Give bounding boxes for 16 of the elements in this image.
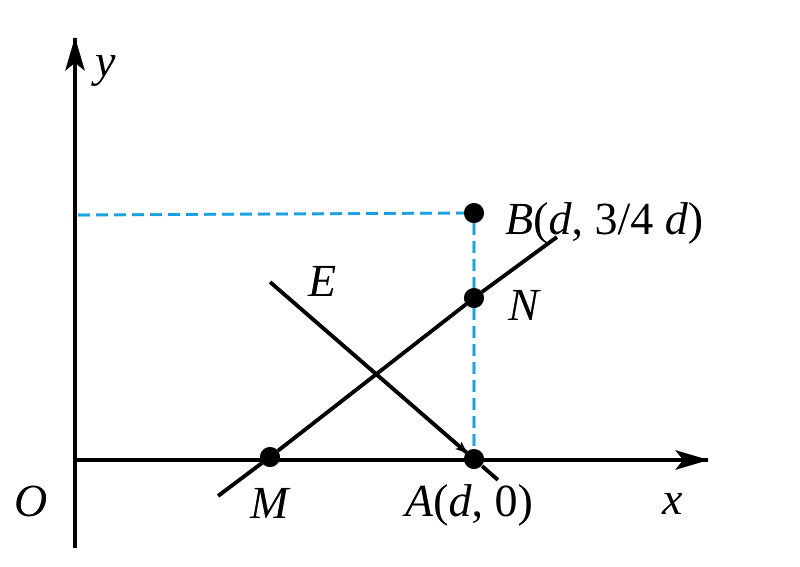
point-label: x: [662, 476, 682, 522]
point-label: B(d, 3/4 d): [505, 196, 704, 242]
point-dot: [464, 288, 484, 308]
dashed-line: [78, 212, 464, 216]
point-label: N: [508, 282, 539, 328]
dashed-line: [472, 223, 476, 288]
dashed-line: [472, 308, 476, 449]
point-label: A(d, 0): [405, 478, 533, 524]
point-dot: [260, 447, 280, 467]
arrow: [268, 280, 468, 454]
point-label: M: [250, 480, 288, 526]
point-dot: [464, 203, 484, 223]
point-label: O: [14, 478, 48, 524]
line: [276, 302, 468, 452]
point-label: E: [308, 258, 336, 304]
point-dot: [464, 449, 484, 469]
